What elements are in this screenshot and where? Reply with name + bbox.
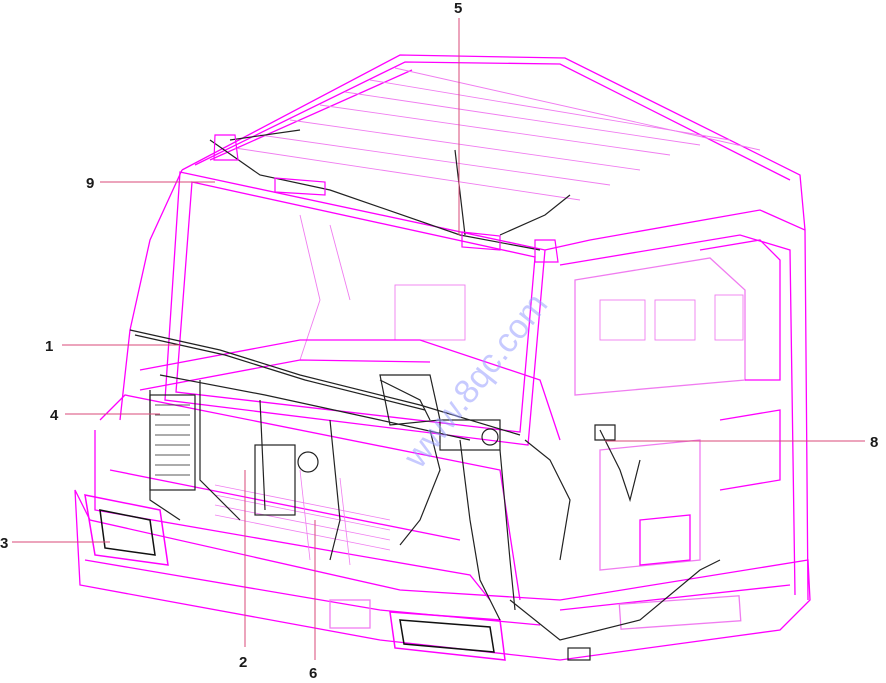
callout-5: 5 (454, 0, 462, 17)
callout-6: 6 (309, 665, 317, 682)
right-headlamp (389, 611, 506, 661)
callout-3: 3 (0, 535, 8, 552)
callout-8: 8 (870, 434, 878, 451)
callout-9: 9 (86, 175, 94, 192)
callout-1: 1 (45, 338, 53, 355)
left-headlamp (84, 494, 169, 566)
cab-components (149, 134, 616, 661)
callout-2: 2 (239, 654, 247, 671)
watermark: www.8qc.com (396, 286, 556, 475)
wiring-harness (129, 129, 721, 641)
callout-4: 4 (50, 407, 59, 424)
cab-outline (74, 54, 811, 661)
